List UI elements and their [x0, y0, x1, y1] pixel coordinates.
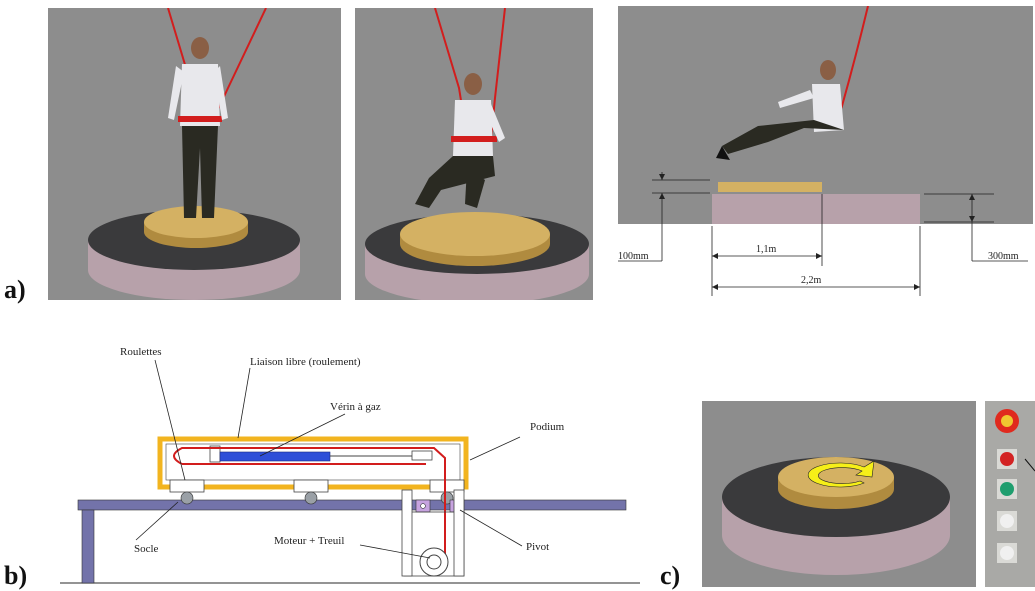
- render-seated: [355, 8, 593, 300]
- control-panel: [985, 401, 1035, 587]
- label-liaison: Liaison libre (roulement): [250, 356, 361, 368]
- render-rotation: [702, 401, 976, 587]
- panel-label-a: a): [4, 275, 26, 304]
- label-verin: Vérin à gaz: [330, 401, 381, 413]
- side-view-dimensions: 100mm 300mm 1,1m 2,2m: [618, 6, 1033, 296]
- red-button-icon: [1000, 452, 1014, 466]
- podium-diameter-label: 1,1m: [756, 244, 777, 255]
- white-button-icon: [1000, 514, 1014, 528]
- white-button-icon: [1000, 546, 1014, 560]
- socle-diameter-label: 2,2m: [801, 275, 822, 286]
- label-socle: Socle: [134, 543, 159, 555]
- green-button-icon: [1000, 482, 1014, 496]
- render-standing: [48, 8, 341, 300]
- label-roulettes: Roulettes: [120, 346, 162, 358]
- panel-label-c: c): [660, 561, 681, 590]
- panel-label-b: b): [4, 561, 28, 590]
- label-moteur: Moteur + Treuil: [274, 535, 344, 547]
- socle-height-label: 300mm: [988, 251, 1019, 262]
- mechanism-diagram: Roulettes Liaison libre (roulement) Véri…: [60, 346, 640, 584]
- label-pivot: Pivot: [526, 541, 549, 553]
- step-height-label: 100mm: [618, 251, 649, 262]
- label-podium: Podium: [530, 421, 565, 433]
